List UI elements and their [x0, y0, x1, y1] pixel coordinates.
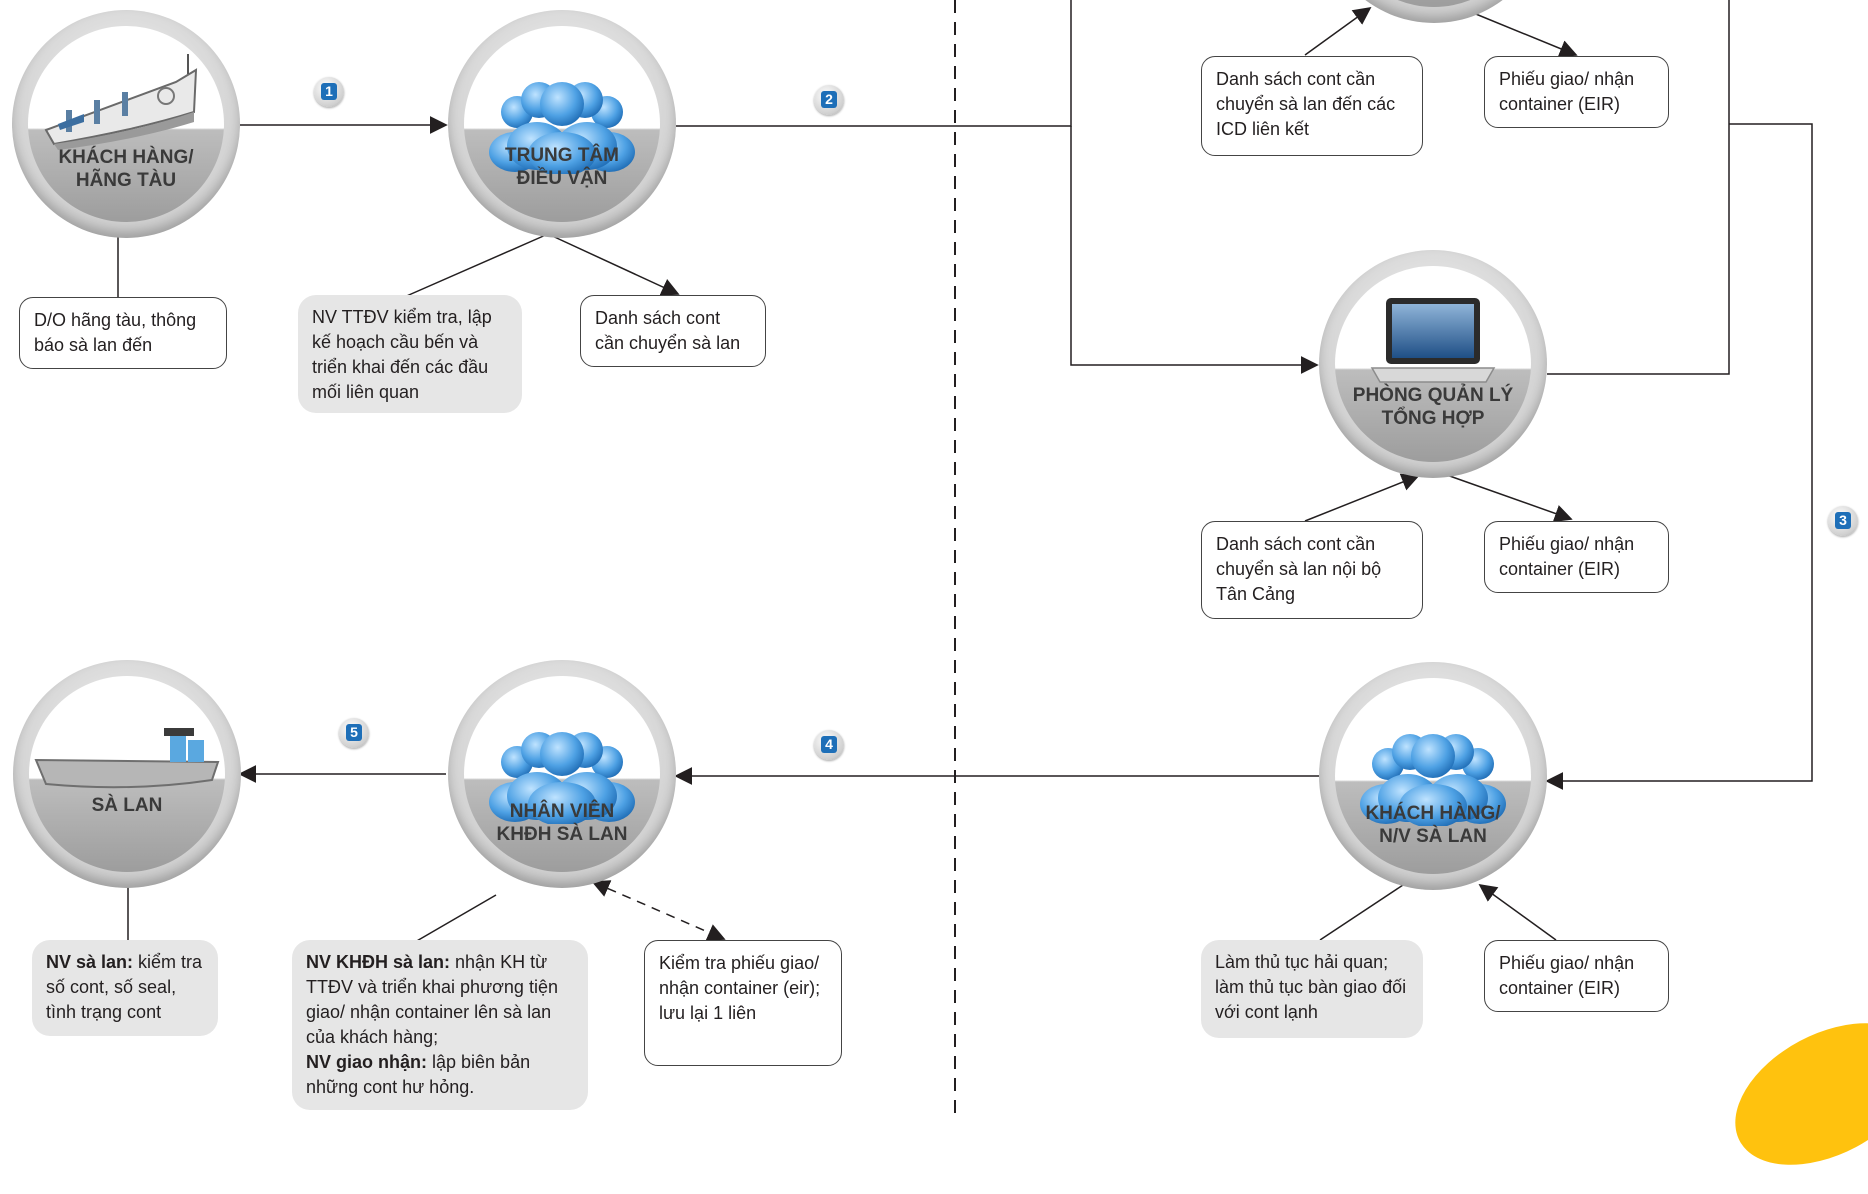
step-badge-2: 2 [814, 85, 844, 115]
barge-icon [34, 728, 220, 789]
node-dispatch-center: TRUNG TÂM ĐIỀU VẬN [448, 10, 676, 238]
step-badge-4: 4 [814, 730, 844, 760]
users-group-icon [489, 732, 635, 824]
node-barge: SÀ LAN [13, 660, 241, 888]
step-badge-3: 3 [1828, 506, 1858, 536]
note-check-eir: Kiểm tra phiếu giao/ nhận container (eir… [644, 940, 842, 1066]
note-eir-bottom: Phiếu giao/ nhận container (EIR) [1484, 940, 1669, 1012]
note-khdh-staff: NV KHĐH sà lan: nhận KH từ TTĐV và triển… [292, 940, 588, 1110]
users-group-icon [1360, 734, 1506, 826]
node-label: NHÂN VIÊN KHĐH SÀ LAN [496, 801, 628, 845]
note-do-notice: D/O hãng tàu, thông báo sà lan đến [19, 297, 227, 369]
note-eir-mid: Phiếu giao/ nhận container (EIR) [1484, 521, 1669, 593]
laptop-icon [1370, 298, 1496, 383]
flow-connectors [117, 0, 1813, 1114]
node-label: TRUNG TÂM ĐIỀU VẬN [505, 145, 619, 189]
note-list-internal: Danh sách cont cần chuyển sà lan nội bộ … [1201, 521, 1423, 619]
node-label: PHÒNG QUẢN LÝ TỔNG HỢP [1352, 385, 1514, 429]
note-eir-top: Phiếu giao/ nhận container (EIR) [1484, 56, 1669, 128]
arrow-3 [1545, 123, 1813, 790]
arrow-2-line [676, 0, 1072, 127]
users-group-icon [489, 82, 635, 174]
node-customer-shipping: KHÁCH HÀNG/ HÃNG TÀU [12, 10, 240, 238]
node-label: SÀ LAN [91, 795, 163, 816]
step-badge-1: 1 [314, 77, 344, 107]
node-general-management: PHÒNG QUẢN LÝ TỔNG HỢP [1319, 250, 1547, 478]
step-badge-5: 5 [339, 718, 369, 748]
note-list-icd: Danh sách cont cần chuyển sà lan đến các… [1201, 56, 1423, 156]
note-customs: Làm thủ tục hải quan; làm thủ tục bàn gi… [1201, 940, 1423, 1038]
note-list-cont: Danh sách cont cần chuyển sà lan [580, 295, 766, 367]
note-nv-ttdv: NV TTĐV kiểm tra, lập kế hoạch cầu bến v… [298, 295, 522, 413]
node-label: KHÁCH HÀNG/ HÃNG TÀU [58, 147, 194, 191]
arrow-2-to-mgmt [1070, 126, 1319, 374]
ship-icon [44, 54, 198, 150]
node-customer-barge: KHÁCH HÀNG/ N/V SÀ LAN [1319, 662, 1547, 890]
node-label: KHÁCH HÀNG/ N/V SÀ LAN [1365, 803, 1501, 847]
note-barge-check: NV sà lan: kiểm tra số cont, số seal, tì… [32, 940, 218, 1036]
node-barge-staff: NHÂN VIÊN KHĐH SÀ LAN [448, 660, 676, 888]
